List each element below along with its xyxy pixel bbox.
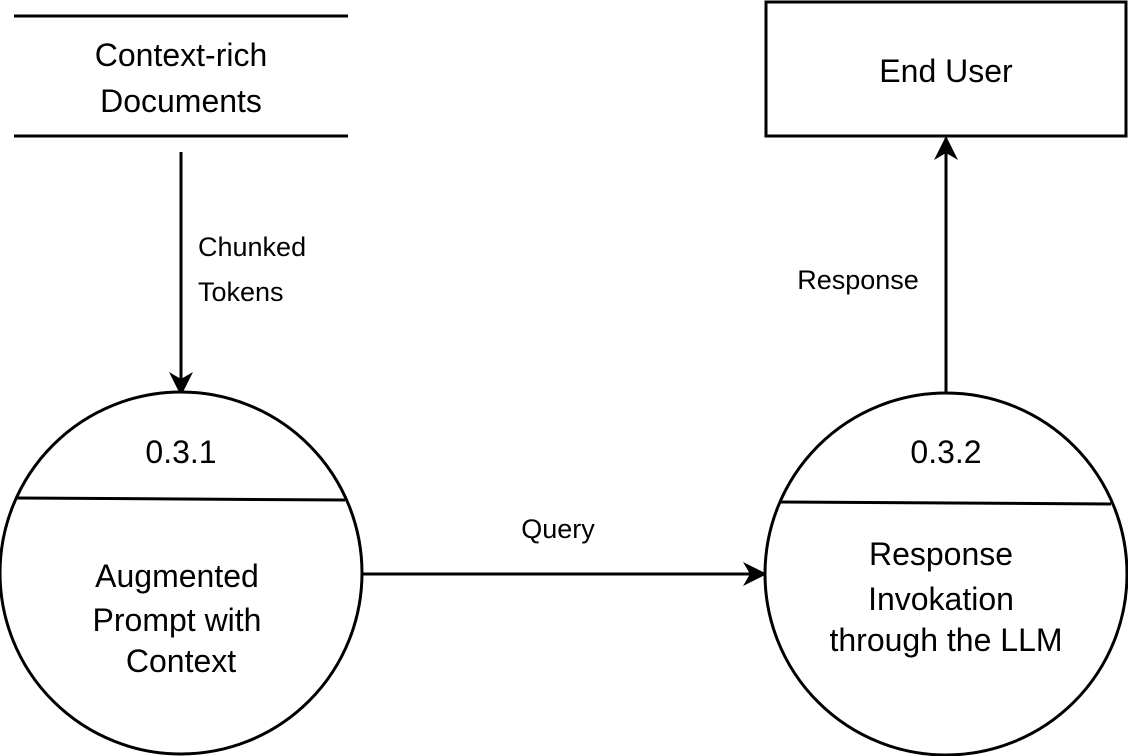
external-entity-end-user[interactable]: End User bbox=[764, 0, 1128, 138]
flow-chunked-tokens-label-line1: Chunked bbox=[198, 232, 306, 262]
flow-response-label: Response bbox=[797, 265, 919, 295]
flow-query[interactable]: Query bbox=[362, 514, 767, 586]
process-augmented-prompt[interactable]: 0.3.1 Augmented Prompt with Context bbox=[0, 390, 364, 756]
process-0-3-1-label-line3: Context bbox=[126, 643, 236, 679]
data-store-label-line2: Documents bbox=[100, 83, 262, 119]
end-user-box bbox=[764, 0, 1128, 138]
data-store-documents[interactable]: Context-rich Documents bbox=[14, 14, 348, 138]
process-0-3-2-divider bbox=[780, 500, 1112, 506]
process-0-3-2-label-line3: through the LLM bbox=[829, 622, 1062, 658]
flow-response[interactable]: Response bbox=[797, 136, 958, 393]
end-user-label: End User bbox=[879, 53, 1013, 89]
flow-chunked-tokens[interactable]: Chunked Tokens bbox=[169, 152, 306, 396]
process-0-3-1-label-line1: Augmented bbox=[95, 558, 259, 594]
flow-query-label: Query bbox=[521, 514, 595, 544]
process-0-3-2-id: 0.3.2 bbox=[910, 434, 981, 470]
process-0-3-2-label-line1: Response bbox=[869, 536, 1013, 572]
process-response-invokation[interactable]: 0.3.2 Response Invokation through the LL… bbox=[763, 391, 1128, 756]
flow-chunked-tokens-label-line2: Tokens bbox=[198, 277, 284, 307]
process-0-3-1-divider bbox=[16, 496, 346, 502]
process-0-3-2-label-line2: Invokation bbox=[868, 581, 1014, 617]
process-0-3-1-label-line2: Prompt with bbox=[93, 602, 262, 638]
data-store-label-line1: Context-rich bbox=[95, 37, 268, 73]
process-0-3-1-id: 0.3.1 bbox=[145, 434, 216, 470]
